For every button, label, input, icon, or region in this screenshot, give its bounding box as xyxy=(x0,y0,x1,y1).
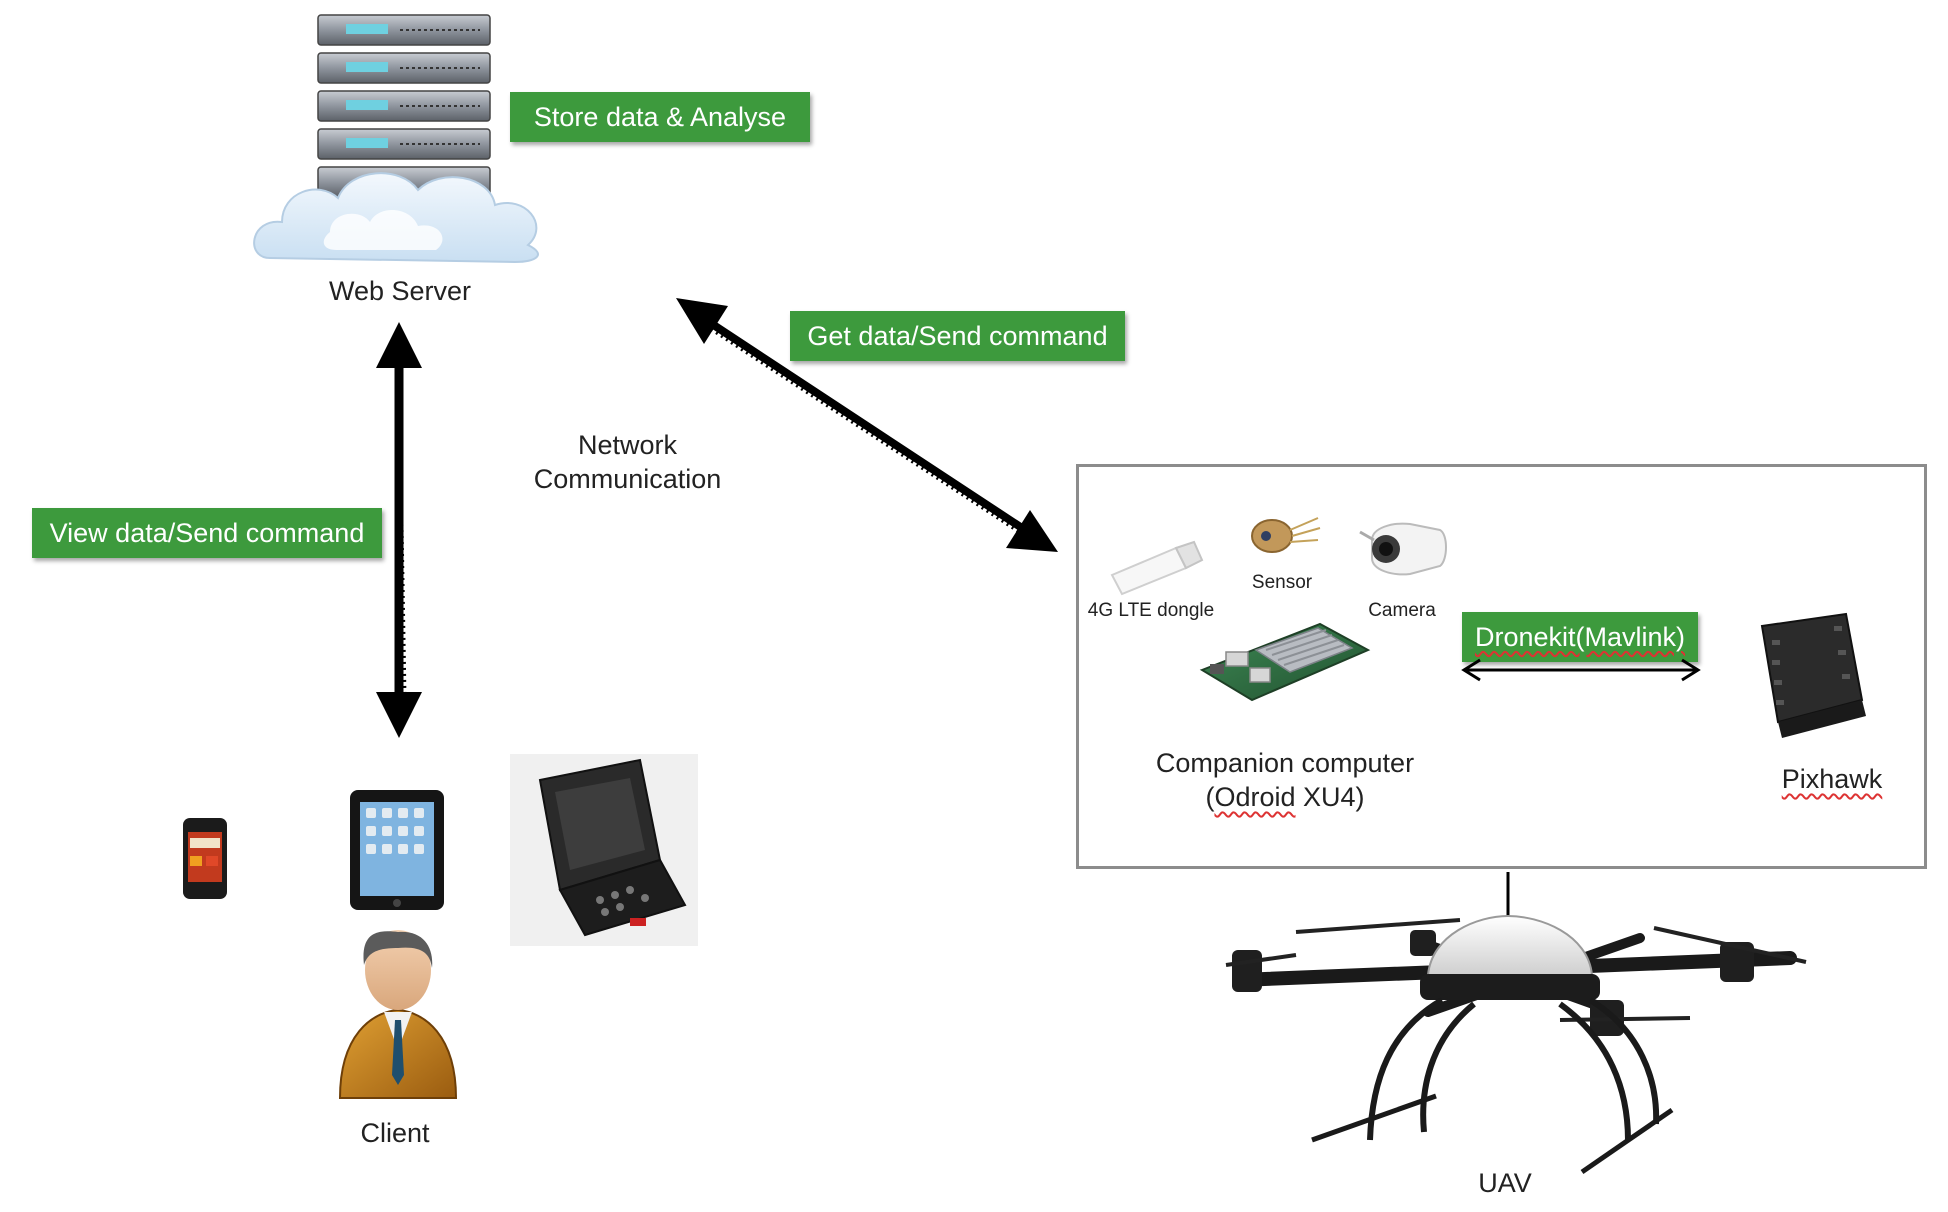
dronekit-tag-text: Dronekit(Mavlink) xyxy=(1474,621,1686,652)
client-label: Client xyxy=(360,1118,430,1148)
store-data-tag: Store data & Analyse xyxy=(510,92,810,142)
network-communication-label: Network Communication xyxy=(515,428,740,496)
companion-line2-word: Odroid xyxy=(1214,782,1296,812)
uav-label: UAV xyxy=(1478,1168,1532,1198)
network-label-line1: Network xyxy=(577,430,678,460)
web-server-label: Web Server xyxy=(328,276,472,306)
companion-line2-suffix: XU4) xyxy=(1295,782,1365,812)
rugged-case-icon xyxy=(510,754,698,946)
companion-line1: Companion computer xyxy=(1155,748,1415,778)
drone-icon xyxy=(1225,914,1807,1175)
pixhawk-label-text: Pixhawk xyxy=(1781,764,1883,794)
get-data-tag: Get data/Send command xyxy=(790,311,1125,361)
dronekit-tag: Dronekit(Mavlink) xyxy=(1462,612,1698,662)
companion-line2-prefix: ( xyxy=(1205,782,1215,812)
camera-label: Camera xyxy=(1368,600,1436,621)
cloud-icon xyxy=(253,172,539,264)
view-data-tag: View data/Send command xyxy=(32,508,382,558)
sensor-label: Sensor xyxy=(1251,572,1313,593)
server-rack-icon xyxy=(317,14,491,198)
arrow-server-uav xyxy=(676,298,1058,552)
user-avatar-icon xyxy=(338,930,458,1099)
companion-computer-label: Companion computer (Odroid XU4) xyxy=(1120,746,1450,814)
pixhawk-label: Pixhawk xyxy=(1752,764,1912,795)
dongle-label: 4G LTE dongle xyxy=(1087,600,1215,621)
companion-line2: (Odroid XU4) xyxy=(1120,780,1450,814)
smartphone-icon xyxy=(183,818,227,899)
tablet-icon xyxy=(350,790,444,910)
network-label-line2: Communication xyxy=(533,464,722,494)
arrow-server-client xyxy=(376,322,422,738)
